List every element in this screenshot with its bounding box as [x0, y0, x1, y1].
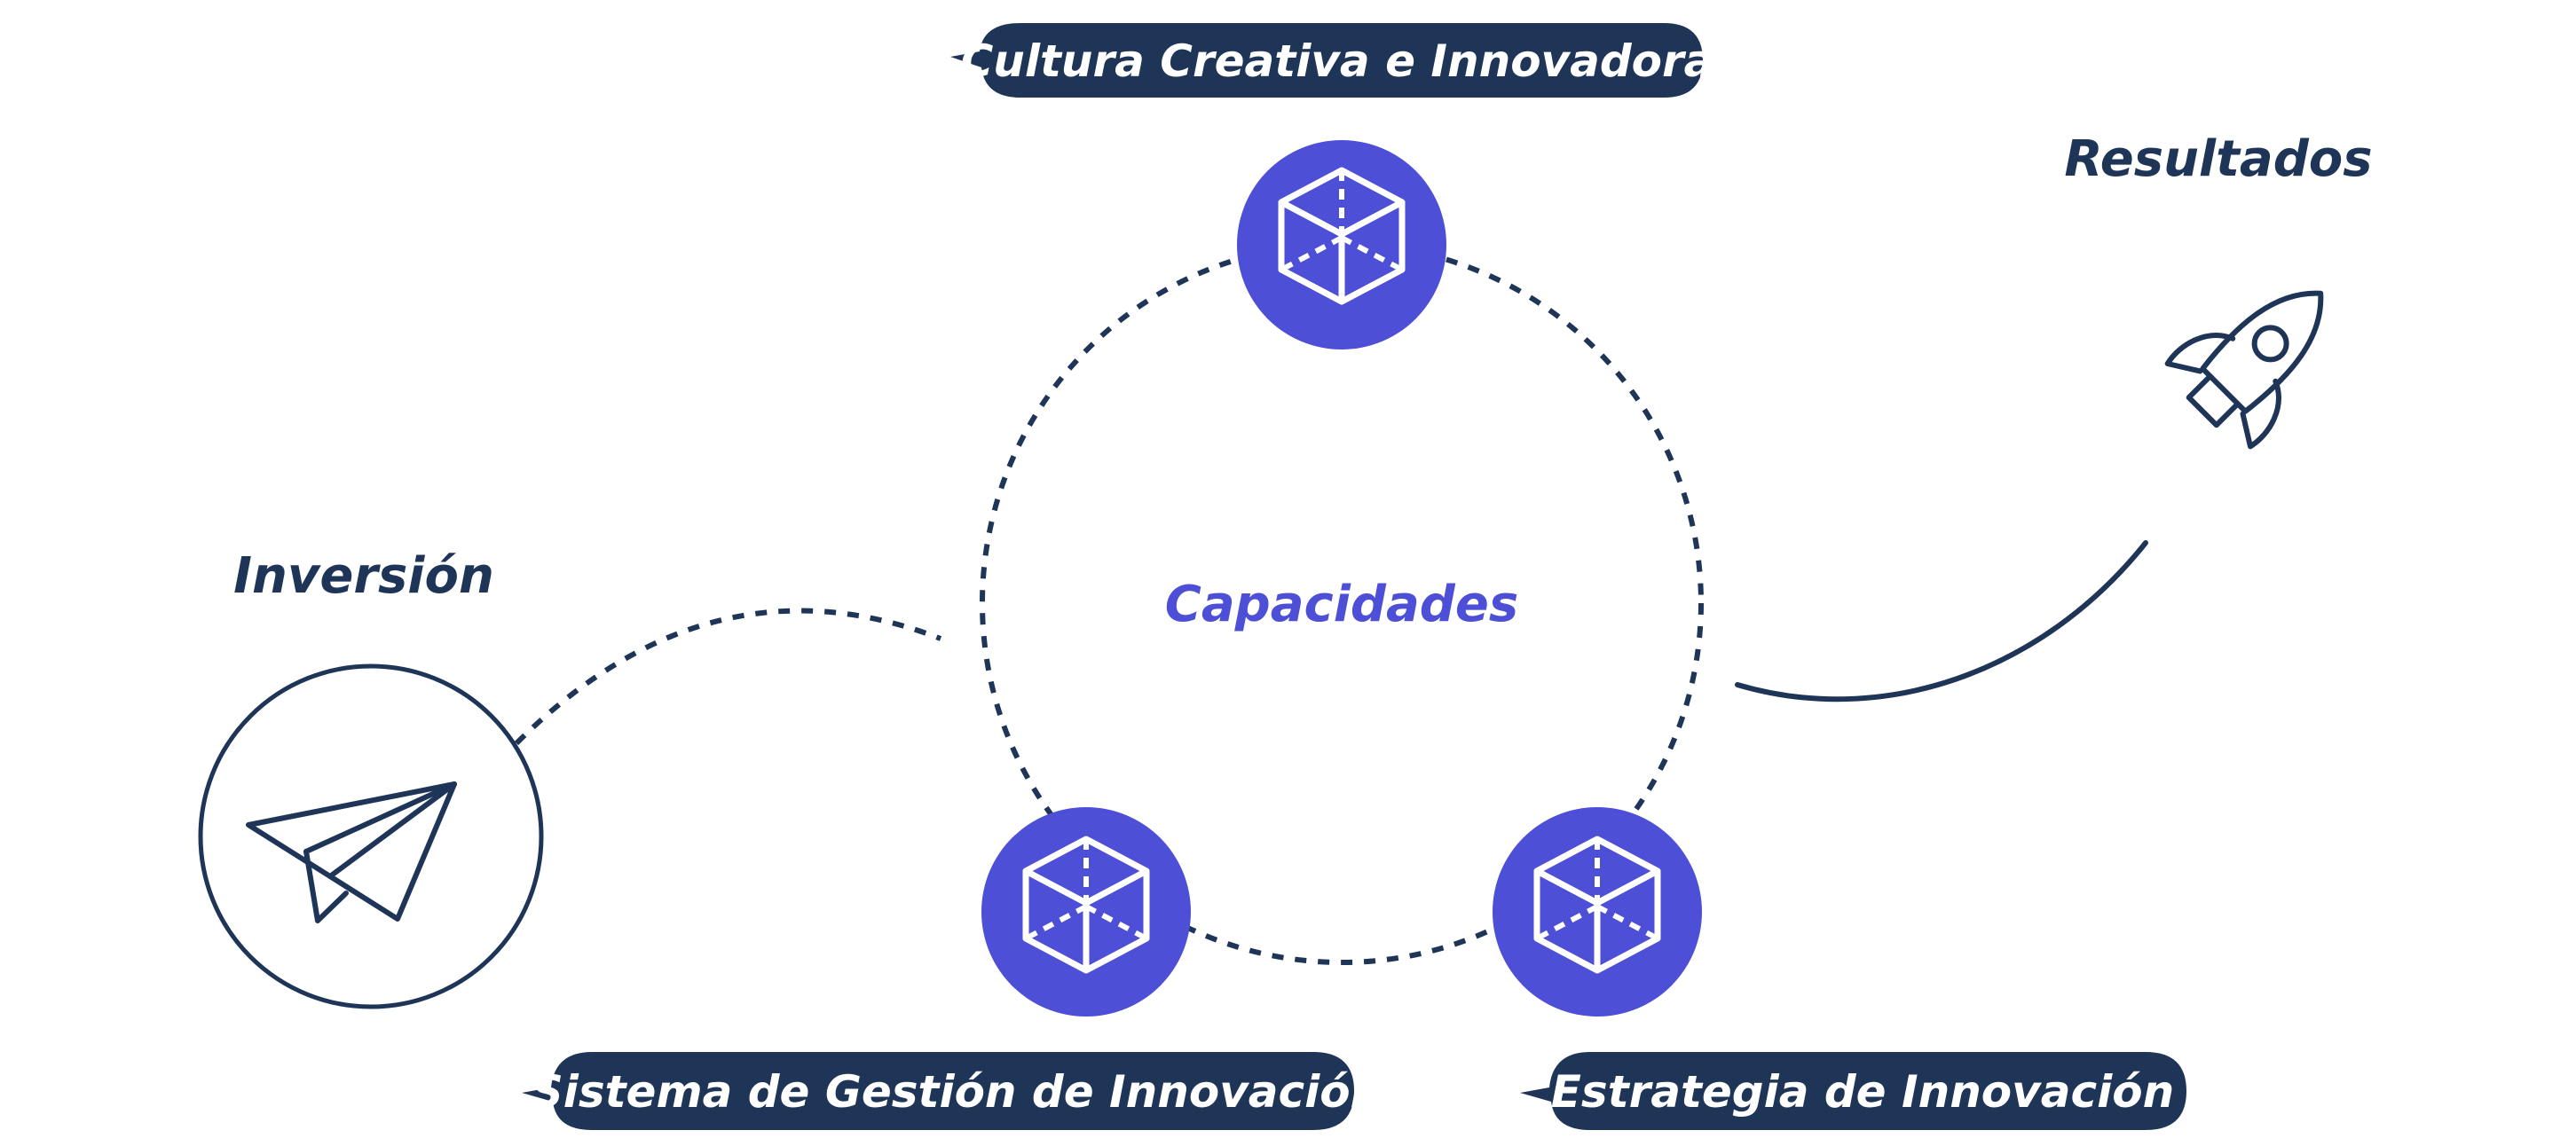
rocket-icon	[2164, 290, 2324, 450]
capability-label-bottom-left: Sistema de Gestión de Innovación	[522, 1052, 1382, 1130]
center-label: Capacidades	[1165, 576, 1518, 633]
capability-label-bottom-right-text: Estrategia de Innovación	[1551, 1066, 2174, 1118]
capability-node-top	[1237, 140, 1446, 349]
capability-node-bottom-left	[981, 807, 1191, 1016]
output-label: Resultados	[2064, 130, 2372, 188]
input-node	[198, 663, 544, 1009]
capability-label-top: Cultura Creativa e Innovadora	[950, 23, 1713, 98]
paper-plane-icon	[246, 781, 457, 923]
capability-label-bottom-right: Estrategia de Innovación	[1520, 1052, 2186, 1130]
capability-label-top-text: Cultura Creativa e Innovadora	[961, 35, 1714, 87]
input-label: Inversión	[233, 547, 494, 605]
capability-label-bottom-left-text: Sistema de Gestión de Innovación	[532, 1066, 1383, 1118]
input-connector	[514, 608, 942, 746]
capability-node-bottom-right	[1493, 807, 1702, 1016]
output-connector	[1735, 540, 2148, 703]
